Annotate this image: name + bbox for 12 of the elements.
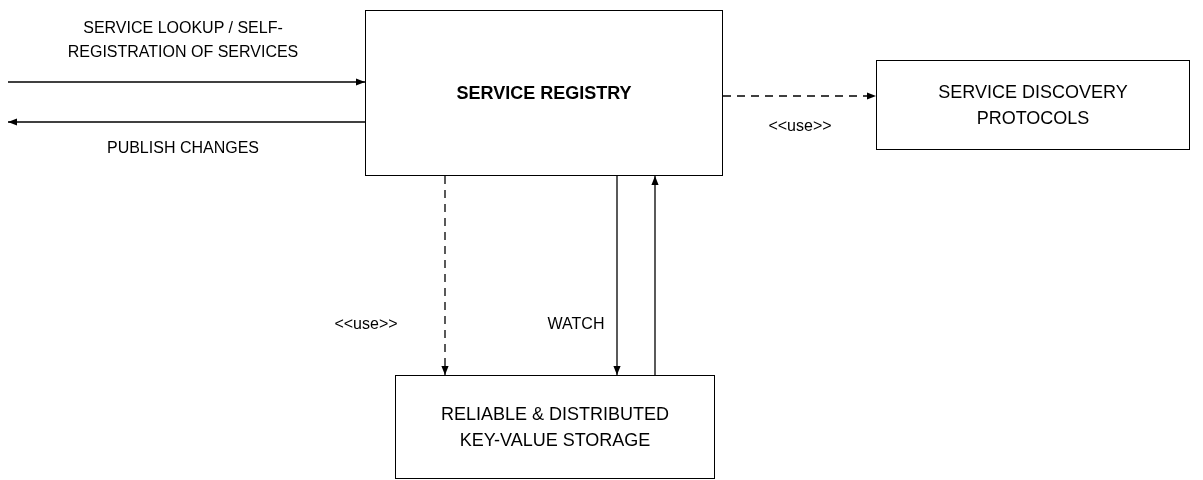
arrow: [651, 175, 659, 376]
arrow: [7, 118, 366, 126]
process-box: [876, 60, 1190, 150]
arrow: [613, 175, 621, 376]
box-label: SERVICE DISCOVERY PROTOCOLS: [937, 80, 1129, 130]
process-box: [395, 375, 715, 479]
box-label: RELIABLE & DISTRIBUTED KEY-VALUE STORAGE: [439, 402, 671, 452]
process-box: [365, 10, 723, 176]
arrow: [722, 92, 877, 100]
arrow: [7, 78, 366, 86]
box-label: SERVICE REGISTRY: [456, 81, 632, 105]
arrow: [441, 175, 449, 376]
